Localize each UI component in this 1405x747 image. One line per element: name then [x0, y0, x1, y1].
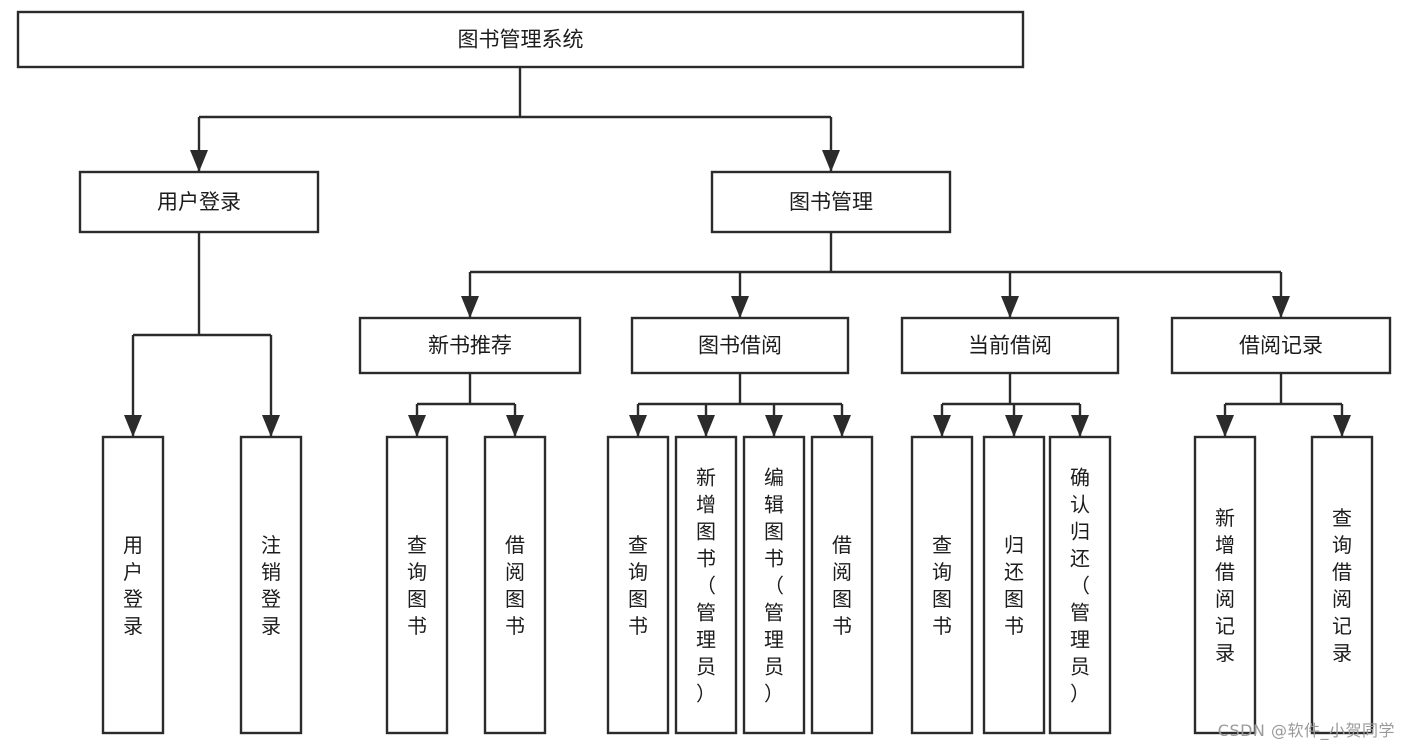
node-leaf-confirm-return[interactable]: 确认归还（管理员）: [1048, 435, 1112, 735]
node-box: [239, 435, 303, 735]
node-leaf-user-login[interactable]: 用户登录: [101, 435, 165, 735]
node-current-borrow[interactable]: 当前借阅: [900, 316, 1120, 375]
node-label: 确认归还（管理员）: [1070, 466, 1090, 706]
nodes-layer: 图书管理系统用户登录图书管理新书推荐图书借阅当前借阅借阅记录用户登录注销登录查询…: [16, 10, 1392, 735]
node-box: [385, 435, 449, 735]
node-box: [674, 435, 738, 735]
connector-borrow-record-to-leaves: [1216, 373, 1351, 437]
arrow-head-icon: [1333, 415, 1351, 437]
node-box: [900, 316, 1120, 375]
node-label: 编辑图书（管理员）: [764, 466, 784, 706]
node-box: [1170, 316, 1392, 375]
arrow-head-icon: [697, 415, 715, 437]
node-box: [101, 435, 165, 735]
connector-book-manage-to-l3: [461, 232, 1290, 318]
arrow-head-icon: [822, 150, 840, 172]
node-leaf-query-book-2[interactable]: 查询图书: [606, 435, 670, 735]
node-label: 查询图书: [628, 533, 648, 638]
arrow-head-icon: [1001, 296, 1019, 318]
node-box: [78, 170, 320, 234]
node-box: [710, 170, 952, 234]
node-label: 图书管理系统: [458, 28, 584, 52]
arrow-head-icon: [1216, 415, 1234, 437]
arrow-head-icon: [124, 415, 142, 437]
node-leaf-return-book[interactable]: 归还图书: [982, 435, 1046, 735]
node-book-borrow[interactable]: 图书借阅: [630, 316, 850, 375]
node-label: 新书推荐: [428, 334, 512, 358]
node-new-book-rec[interactable]: 新书推荐: [358, 316, 582, 375]
node-label: 图书管理: [789, 190, 873, 214]
connector-user-login-to-leaves: [124, 232, 280, 437]
node-label: 新增图书（管理员）: [696, 466, 716, 706]
arrow-head-icon: [1005, 415, 1023, 437]
node-label: 注销登录: [261, 533, 281, 638]
arrow-head-icon: [506, 415, 524, 437]
node-borrow-record[interactable]: 借阅记录: [1170, 316, 1392, 375]
node-box: [810, 435, 874, 735]
node-box: [1193, 435, 1257, 735]
node-label: 查询图书: [407, 533, 427, 638]
node-box: [982, 435, 1046, 735]
arrow-head-icon: [190, 150, 208, 172]
arrow-head-icon: [408, 415, 426, 437]
node-root[interactable]: 图书管理系统: [16, 10, 1025, 69]
node-box: [1048, 435, 1112, 735]
arrow-head-icon: [629, 415, 647, 437]
node-label: 查询图书: [932, 533, 952, 638]
node-box: [16, 10, 1025, 69]
node-box: [1310, 435, 1374, 735]
node-box: [630, 316, 850, 375]
node-box: [742, 435, 806, 735]
arrow-head-icon: [731, 296, 749, 318]
node-leaf-query-book-3[interactable]: 查询图书: [910, 435, 974, 735]
arrow-head-icon: [765, 415, 783, 437]
node-leaf-borrow-book-1[interactable]: 借阅图书: [483, 435, 547, 735]
node-label: 查询借阅记录: [1332, 506, 1352, 665]
node-leaf-logout[interactable]: 注销登录: [239, 435, 303, 735]
connector-book-borrow-to-leaves: [629, 373, 851, 437]
connectors-layer: [124, 67, 1351, 437]
node-leaf-add-record[interactable]: 新增借阅记录: [1193, 435, 1257, 735]
node-leaf-edit-book[interactable]: 编辑图书（管理员）: [742, 435, 806, 735]
arrow-head-icon: [262, 415, 280, 437]
connector-new-book-rec-to-leaves: [408, 373, 524, 437]
node-box: [606, 435, 670, 735]
node-leaf-query-book-1[interactable]: 查询图书: [385, 435, 449, 735]
node-book-manage[interactable]: 图书管理: [710, 170, 952, 234]
node-leaf-query-record[interactable]: 查询借阅记录: [1310, 435, 1374, 735]
node-label: 用户登录: [123, 533, 143, 638]
arrow-head-icon: [461, 296, 479, 318]
node-label: 图书借阅: [698, 334, 782, 358]
node-label: 借阅记录: [1239, 334, 1323, 358]
node-label: 当前借阅: [968, 334, 1052, 358]
connector-root-to-l2: [190, 67, 840, 172]
node-box: [910, 435, 974, 735]
node-label: 新增借阅记录: [1215, 506, 1235, 665]
connector-current-borrow-to-leaves: [933, 373, 1089, 437]
node-leaf-borrow-book-2[interactable]: 借阅图书: [810, 435, 874, 735]
node-label: 用户登录: [157, 190, 241, 214]
arrow-head-icon: [833, 415, 851, 437]
node-box: [358, 316, 582, 375]
node-box: [483, 435, 547, 735]
node-label: 归还图书: [1004, 533, 1024, 638]
arrow-head-icon: [1272, 296, 1290, 318]
node-label: 借阅图书: [505, 533, 525, 638]
node-user-login[interactable]: 用户登录: [78, 170, 320, 234]
arrow-head-icon: [1071, 415, 1089, 437]
node-label: 借阅图书: [832, 533, 852, 638]
node-leaf-add-book[interactable]: 新增图书（管理员）: [674, 435, 738, 735]
arrow-head-icon: [933, 415, 951, 437]
